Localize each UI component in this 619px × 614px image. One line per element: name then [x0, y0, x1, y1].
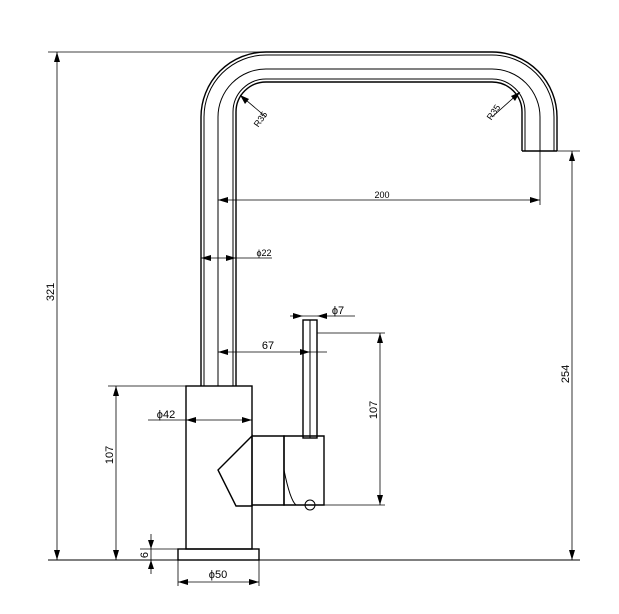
dim-bend-radius-left-label: R35 — [252, 110, 270, 129]
lever-pivot — [304, 499, 316, 511]
dim-lever-diameter: ϕ7 — [290, 305, 355, 319]
dim-lever-offset-label: 67 — [262, 340, 274, 352]
dim-body-diameter: ϕ42 — [148, 409, 252, 423]
dim-base-thickness-label: 6 — [139, 552, 151, 558]
dim-body-height-label: 107 — [104, 446, 116, 464]
lever-housing — [217, 434, 253, 507]
dim-base-thickness: 6 — [139, 534, 178, 574]
dim-lever-offset: 67 — [218, 340, 327, 355]
dim-bend-radius-right: R35 — [485, 91, 521, 122]
spout-mid-contour-2 — [232, 78, 526, 386]
dim-base-diameter-label: ϕ50 — [209, 569, 227, 581]
lever-housing-face — [252, 435, 285, 506]
dim-body-diameter-label: ϕ42 — [157, 409, 175, 421]
spout-inner-contour — [235, 81, 523, 386]
dim-body-height: 107 — [104, 385, 186, 560]
faucet-outline — [48, 51, 580, 561]
dim-lever-diameter-label: ϕ7 — [332, 305, 344, 317]
spout-outer-contour — [200, 51, 558, 386]
lever-cap-curve — [283, 469, 297, 506]
dim-spout-reach-label: 200 — [374, 190, 389, 200]
dim-tube-diameter-label: ϕ22 — [256, 248, 271, 258]
dim-spout-height-label: 254 — [560, 365, 572, 383]
dim-bend-radius-right-label: R35 — [485, 103, 503, 122]
faucet-body — [185, 385, 253, 550]
dim-spout-height: 254 — [557, 150, 580, 560]
dim-spout-reach: 200 — [218, 151, 541, 205]
faucet-base — [177, 548, 260, 561]
dim-lever-height: 107 — [317, 332, 385, 506]
dim-total-height: 321 — [45, 51, 266, 560]
dim-bend-radius-left: R35 — [239, 94, 270, 129]
dim-lever-height-label: 107 — [368, 401, 380, 419]
dim-tube-diameter: ϕ22 — [201, 248, 272, 261]
spout-mid-contour-1 — [203, 54, 555, 386]
dim-base-diameter: ϕ50 — [177, 560, 260, 586]
spout-mid-contour-3 — [217, 68, 541, 386]
dim-total-height-label: 321 — [45, 283, 57, 301]
